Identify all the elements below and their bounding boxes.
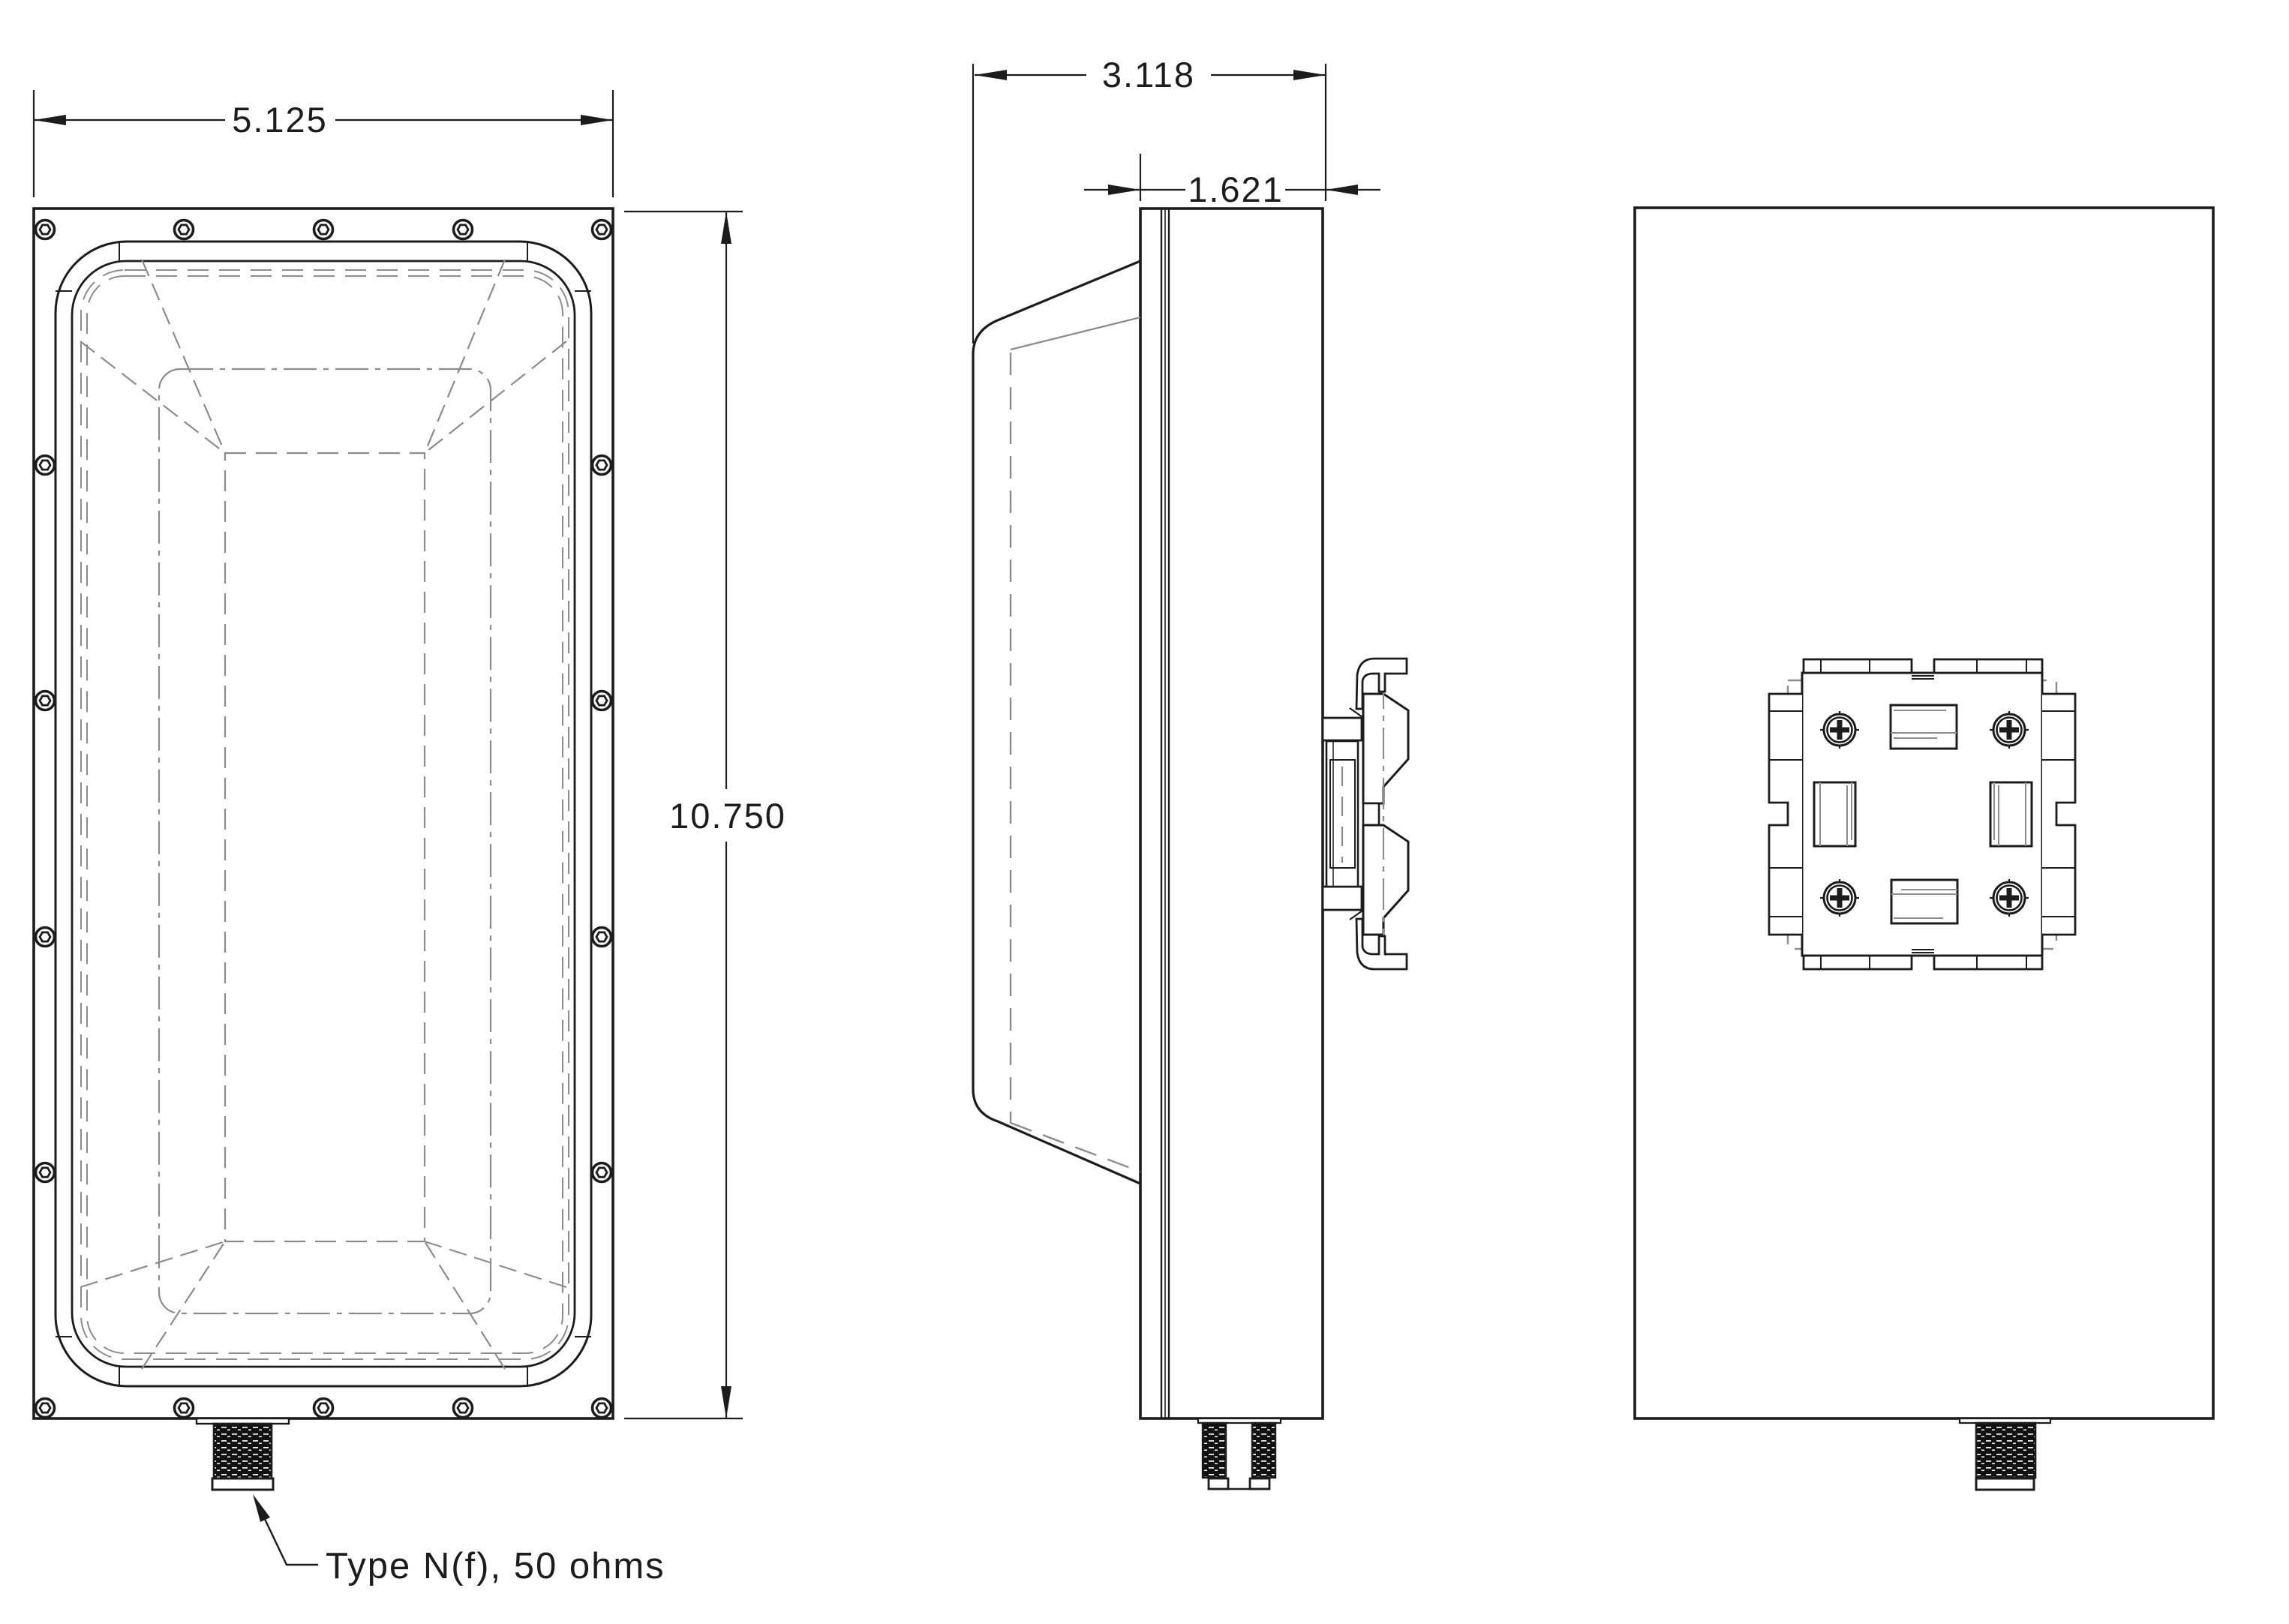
dimension-arrowhead-icon	[34, 115, 66, 125]
radome-profile	[972, 260, 1141, 1185]
side-view	[972, 207, 1410, 1490]
slot-left	[1813, 781, 1857, 848]
dimension-front-width: 5.125	[32, 90, 614, 197]
bracket-wedge-upper	[1362, 692, 1410, 805]
side-connector	[1197, 1417, 1282, 1490]
bracket-wedge-lower	[1362, 824, 1410, 936]
plate-slots	[1813, 704, 2033, 925]
plate-top-tabs	[1802, 658, 2044, 680]
dimension-arrowhead-icon	[975, 70, 1007, 80]
connector-threads	[1251, 1421, 1277, 1479]
plate-right-tabs	[2042, 692, 2077, 936]
radome-rim-inner	[71, 260, 576, 1368]
socket-head-screw-icon	[34, 926, 56, 948]
socket-head-screw-icon	[590, 454, 613, 476]
mounting-bracket-side	[1321, 657, 1410, 971]
leader-arrowhead-icon	[253, 1494, 270, 1522]
bracket-standoff-lower	[1321, 885, 1363, 911]
mounting-plate-back	[1768, 658, 2077, 971]
socket-head-screw-icon	[590, 218, 613, 241]
plate-bottom-tabs	[1802, 949, 2044, 971]
connector-threads	[212, 1422, 273, 1480]
socket-head-screw-icon	[452, 218, 474, 241]
front-view	[32, 207, 614, 1491]
bracket-standoff-upper	[1321, 716, 1363, 742]
horn-corner-fold-lines	[80, 259, 567, 1370]
slot-top	[1889, 704, 1958, 750]
socket-head-screw-icon	[173, 1397, 195, 1419]
bracket-spacer-block	[1362, 802, 1380, 827]
side-body-outline	[1139, 207, 1324, 1420]
dim-front-height-value: 10.750	[669, 796, 786, 836]
connector-shoulder	[1197, 1417, 1282, 1424]
dimension-arrowhead-icon	[1108, 185, 1140, 195]
socket-head-screw-icon	[34, 689, 56, 712]
slot-right	[1989, 781, 2033, 848]
socket-head-screw-icon	[590, 926, 613, 948]
socket-head-screw-icon	[590, 1161, 613, 1184]
socket-head-screw-icon	[312, 218, 335, 241]
socket-head-screw-icon	[34, 218, 56, 241]
plate-left-tabs	[1768, 692, 1802, 936]
radome-rim-outer	[54, 240, 593, 1388]
bracket-hook-upper	[1355, 657, 1408, 710]
connector-label: Type N(f), 50 ohms	[326, 1546, 665, 1586]
dimension-arrowhead-icon	[581, 115, 613, 125]
radome-flange-seam	[1160, 209, 1170, 1418]
dimension-arrowhead-icon	[721, 1386, 731, 1418]
bracket-hook-lower	[1355, 917, 1408, 971]
horn-hidden-lines	[80, 259, 567, 1370]
dimensions: 5.125 10.750 3.118 1.621	[32, 55, 1380, 1420]
back-view	[1633, 206, 2215, 1491]
horn-mid-section-centerline	[158, 368, 492, 1315]
connector-callout: Type N(f), 50 ohms	[253, 1494, 665, 1586]
back-connector	[1958, 1417, 2052, 1491]
socket-head-screw-icon	[173, 218, 195, 241]
dimension-depth-overall: 3.118	[972, 55, 1327, 344]
dimension-arrowhead-icon	[1293, 70, 1326, 80]
dimension-arrowhead-icon	[721, 212, 731, 244]
socket-head-screw-icon	[452, 1397, 474, 1419]
dimension-depth-body: 1.621	[1084, 154, 1380, 209]
bracket-plate-inner	[1329, 759, 1356, 869]
slot-bottom	[1890, 878, 1959, 925]
dim-front-width-value: 5.125	[232, 100, 328, 140]
front-connector	[195, 1417, 290, 1491]
front-panel-outline	[32, 207, 614, 1420]
connector-cap	[211, 1477, 275, 1491]
dim-depth-overall-value: 3.118	[1102, 55, 1195, 95]
connector-threads	[1975, 1421, 2037, 1479]
radome-seal-hidden	[80, 269, 569, 1360]
horn-throat-hidden	[224, 452, 426, 1243]
socket-head-screw-icon	[590, 1397, 613, 1419]
connector-cap	[1207, 1477, 1230, 1490]
socket-head-screw-icon	[34, 1397, 56, 1419]
radome-hidden-lines	[1009, 316, 1141, 1173]
leader-line	[254, 1498, 318, 1566]
socket-head-screw-icon	[34, 1161, 56, 1184]
socket-head-screw-icon	[312, 1397, 335, 1419]
socket-head-screw-icon	[590, 689, 613, 712]
rim-ticks	[56, 242, 591, 1386]
dim-depth-body-value: 1.621	[1188, 170, 1284, 209]
dimension-arrowhead-icon	[1326, 185, 1358, 195]
connector-cap	[1975, 1477, 2035, 1491]
connector-threads	[1201, 1421, 1227, 1479]
socket-head-screw-icon	[34, 454, 56, 476]
dimension-front-height: 10.750	[624, 210, 786, 1420]
connector-cap	[1248, 1477, 1271, 1490]
